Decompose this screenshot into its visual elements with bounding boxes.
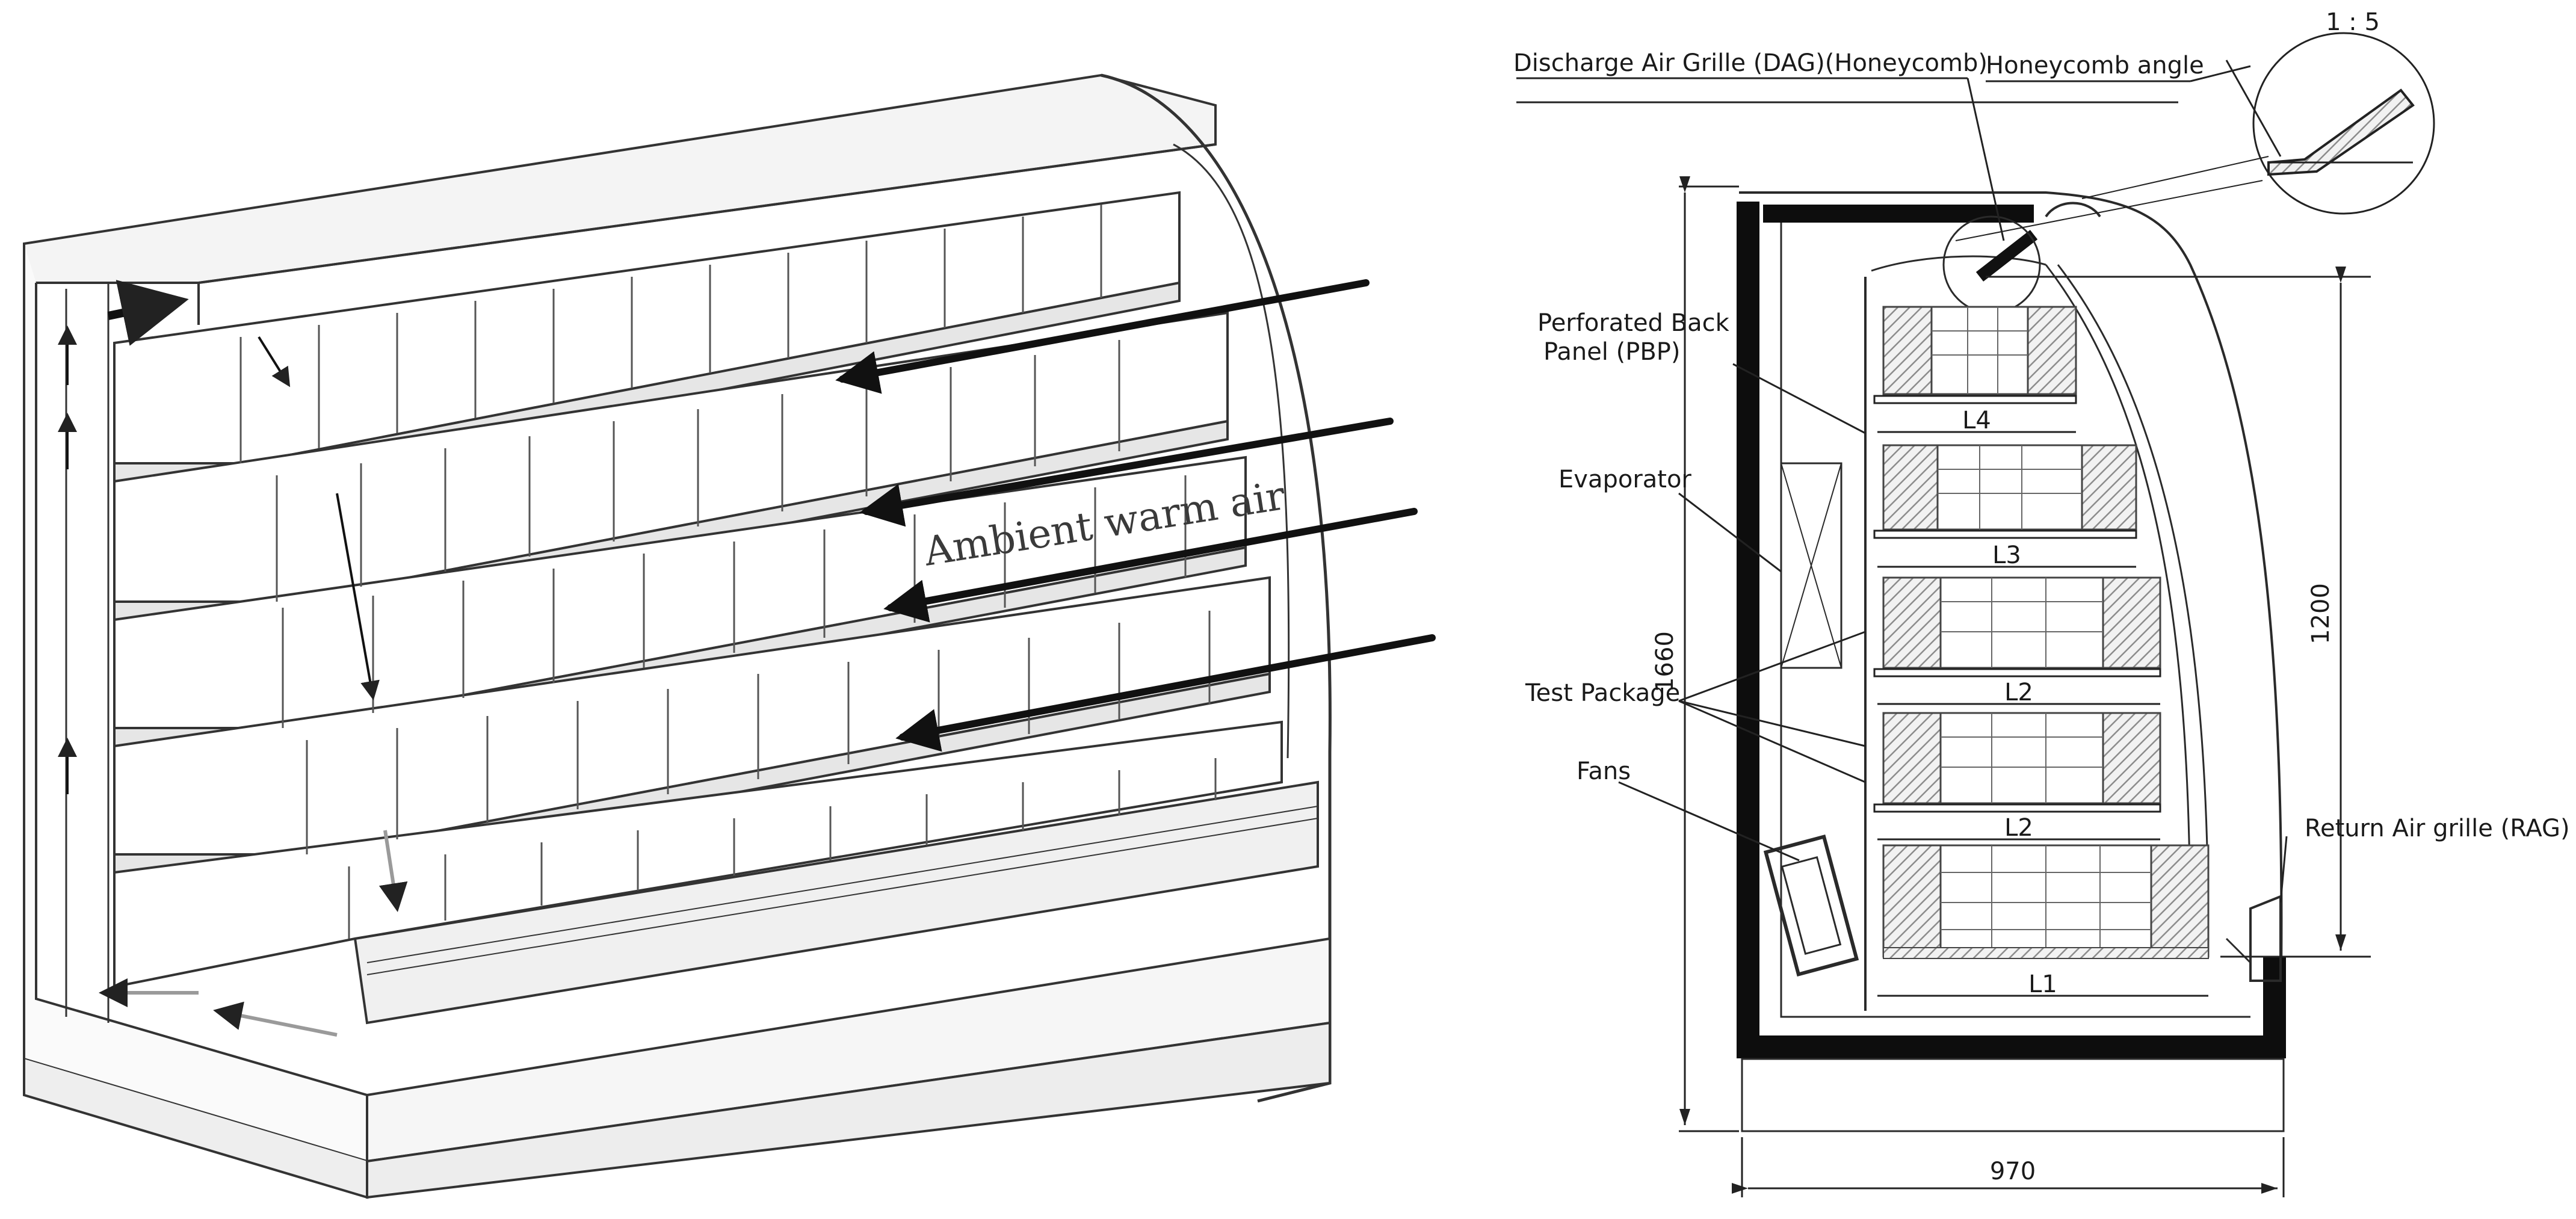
label-honeycomb-angle: Honeycomb angle [1986,52,2204,79]
label-pbp-line1: Perforated Back [1537,309,1730,337]
internal-airflow-arrows [58,326,380,794]
dimension-total-height: 1660 [1651,631,1679,693]
shelf-label-l2-upper: L2 [2004,679,2033,706]
ambient-arrow-4 [895,634,1436,752]
ambient-arrow-3 [883,508,1418,623]
outer-shell [1739,191,2283,1053]
section-shelves [1873,306,2210,959]
shelf-dimension-lines [1877,431,2208,997]
overall-dimension-lines [1679,176,2371,1197]
shelf-row-l3 [1873,444,2137,539]
label-dag: Discharge Air Grille (DAG)(Honeycomb) [1513,49,1988,77]
evaporator-box [1780,462,1842,669]
label-evaporator: Evaporator [1558,466,1691,493]
ambient-arrow-1 [835,279,1370,394]
shelf-row-l4 [1873,306,2077,404]
honeycomb-detail [1955,32,2435,241]
dag-flow-arrow [107,280,189,346]
end-panel [1101,73,1332,1103]
shelf-label-l2-lower: L2 [2004,814,2033,842]
ambient-arrow-2 [859,418,1394,527]
label-pbp-line2: Panel (PBP) [1543,338,1681,366]
ambient-air-arrows [835,279,1436,752]
label-fans: Fans [1577,758,1631,785]
isometric-cabinet-view [23,73,1332,1199]
fans [1763,834,1859,977]
product-box-lines [239,205,1217,939]
shelf-label-l4: L4 [1962,407,1991,434]
scale-label: 1 : 5 [2326,8,2380,36]
return-airflow-arrows [99,830,408,1037]
leader-lines [1516,65,2288,903]
shelf-label-l3: L3 [1992,542,2021,569]
shelf-row-l2-upper [1873,576,2161,677]
dimension-depth: 970 [1990,1158,2036,1185]
section-view [1737,191,2286,1132]
shelf-row-l2-lower [1873,712,2161,813]
shelf-label-l1: L1 [2028,971,2057,998]
shelf-row-l1 [1882,844,2210,959]
shelf-5 [113,720,1283,989]
insulated-wall [1737,202,2286,1058]
label-rag: Return Air grille (RAG) [2305,815,2570,842]
dimension-shelf-height: 1200 [2307,583,2335,644]
label-test-package: Test Package [1525,679,1680,707]
